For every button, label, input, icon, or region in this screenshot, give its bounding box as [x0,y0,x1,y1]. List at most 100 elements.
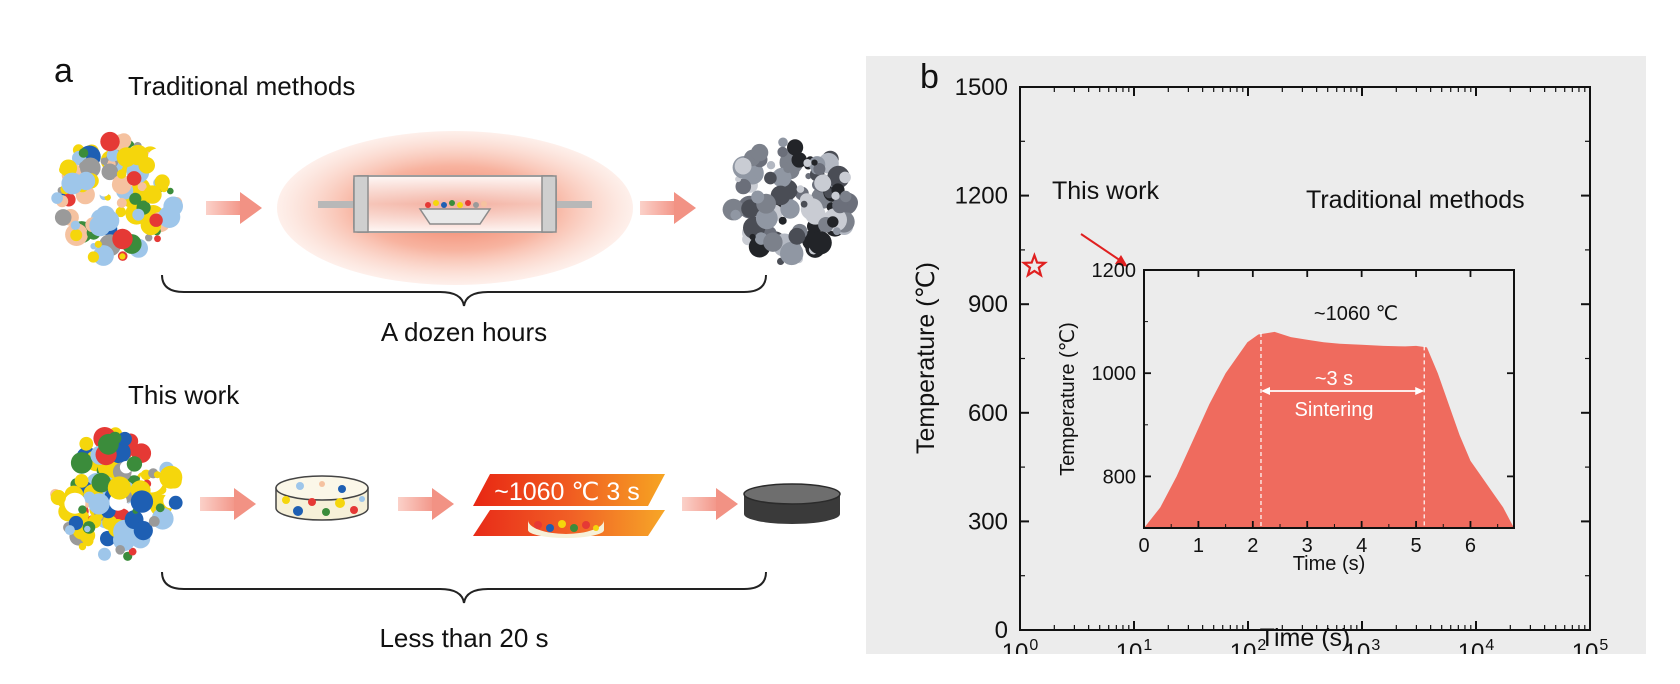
particle [54,209,72,226]
panel-a-letter: a [54,52,73,90]
particle [78,505,87,514]
particle [730,209,741,221]
y-tick-label: 1200 [955,183,1008,210]
particle [168,495,183,510]
particle [831,191,840,200]
process-arrow-icon [640,192,696,224]
process-arrow-icon [398,488,454,520]
this-work-duration-label: Less than 20 s [379,623,548,653]
particle [148,516,160,527]
particle [778,216,787,225]
particle [89,215,111,237]
this-work-point-marker [1020,252,1048,278]
particle [755,207,778,230]
particle [79,436,94,451]
particle [153,471,161,479]
particle [64,525,75,536]
particle [78,148,89,158]
particle [132,208,145,221]
sintering-window-guides [1260,332,1425,528]
particle [98,547,111,561]
inset-x-tick-label: 0 [1138,535,1149,557]
traditional-methods-title: Traditional methods [128,71,355,101]
traditional-point-label: Traditional methods [1306,186,1525,214]
particle [126,456,143,472]
particle [111,174,132,195]
sintering-process-annotation: Sintering [1295,399,1374,421]
inset-axis-ticks [1143,269,1514,528]
particle [98,433,119,455]
particle [803,159,812,167]
callout-arrow-icon [1080,233,1128,267]
particle [787,139,804,156]
peak-temperature-annotation: ~1060 ℃ [1314,303,1398,325]
particle [764,171,777,185]
x-tick-exponent: 4 [1485,637,1494,654]
particle [811,159,818,166]
y-tick-label: 300 [968,508,1008,535]
traditional-duration-label: A dozen hours [381,317,547,347]
duration-arrowhead [1415,387,1425,395]
inset-x-tick-label: 2 [1247,535,1258,557]
particle [100,157,109,165]
x-tick-label: 104 [1458,637,1495,654]
particle [116,133,132,149]
inset-temperature-area [1144,331,1514,528]
particle [100,131,120,152]
particle [791,152,807,168]
curly-brace [161,571,767,604]
particle [50,489,66,506]
particle [138,157,155,174]
particle [751,190,765,204]
particle [128,547,137,556]
particle [833,227,841,236]
particle [94,240,102,248]
panel-a-svg: a Traditional methods [50,52,858,653]
particle [788,227,806,245]
particle [154,235,161,243]
inset-x-tick-label: 1 [1193,535,1204,557]
particle [145,234,153,242]
particle [102,515,118,531]
main-y-axis-label: Temperature (℃) [912,262,940,454]
x-tick-exponent: 1 [1143,637,1152,654]
panel-a: a Traditional methods [50,52,858,653]
inset-y-tick-label: 800 [1103,466,1136,488]
particle [126,171,142,186]
particle [814,174,832,192]
particle [770,185,791,206]
particle [112,228,133,250]
particle [735,178,752,195]
particle [106,148,120,162]
particle [749,233,756,241]
main-axis-ticks [1019,86,1591,631]
particle [107,476,131,500]
particle [750,143,769,162]
process-arrow-icon [200,488,256,520]
particle [796,185,805,193]
inset-x-tick-label: 3 [1302,535,1313,557]
particle [88,493,110,515]
x-tick-label: 101 [1116,637,1153,654]
particle [59,165,68,175]
particle [163,196,183,217]
particle [155,503,165,513]
curly-brace [161,274,767,307]
colorful-powder-icon [51,131,183,266]
star-outline-icon [1020,252,1048,278]
particle [115,545,125,555]
particle [116,197,127,208]
gray-powder-icon [722,137,858,266]
inset-plot-frame [1143,269,1515,529]
x-tick-label: 105 [1572,637,1609,654]
x-tick-exponent: 3 [1371,637,1380,654]
particle [84,525,91,533]
inset-y-axis-label: Temperature (℃) [1057,322,1079,476]
particle [839,171,851,184]
colorful-powder-icon [50,427,183,561]
inset-x-tick-label: 6 [1465,535,1476,557]
particle [780,199,800,219]
particle [813,163,826,175]
